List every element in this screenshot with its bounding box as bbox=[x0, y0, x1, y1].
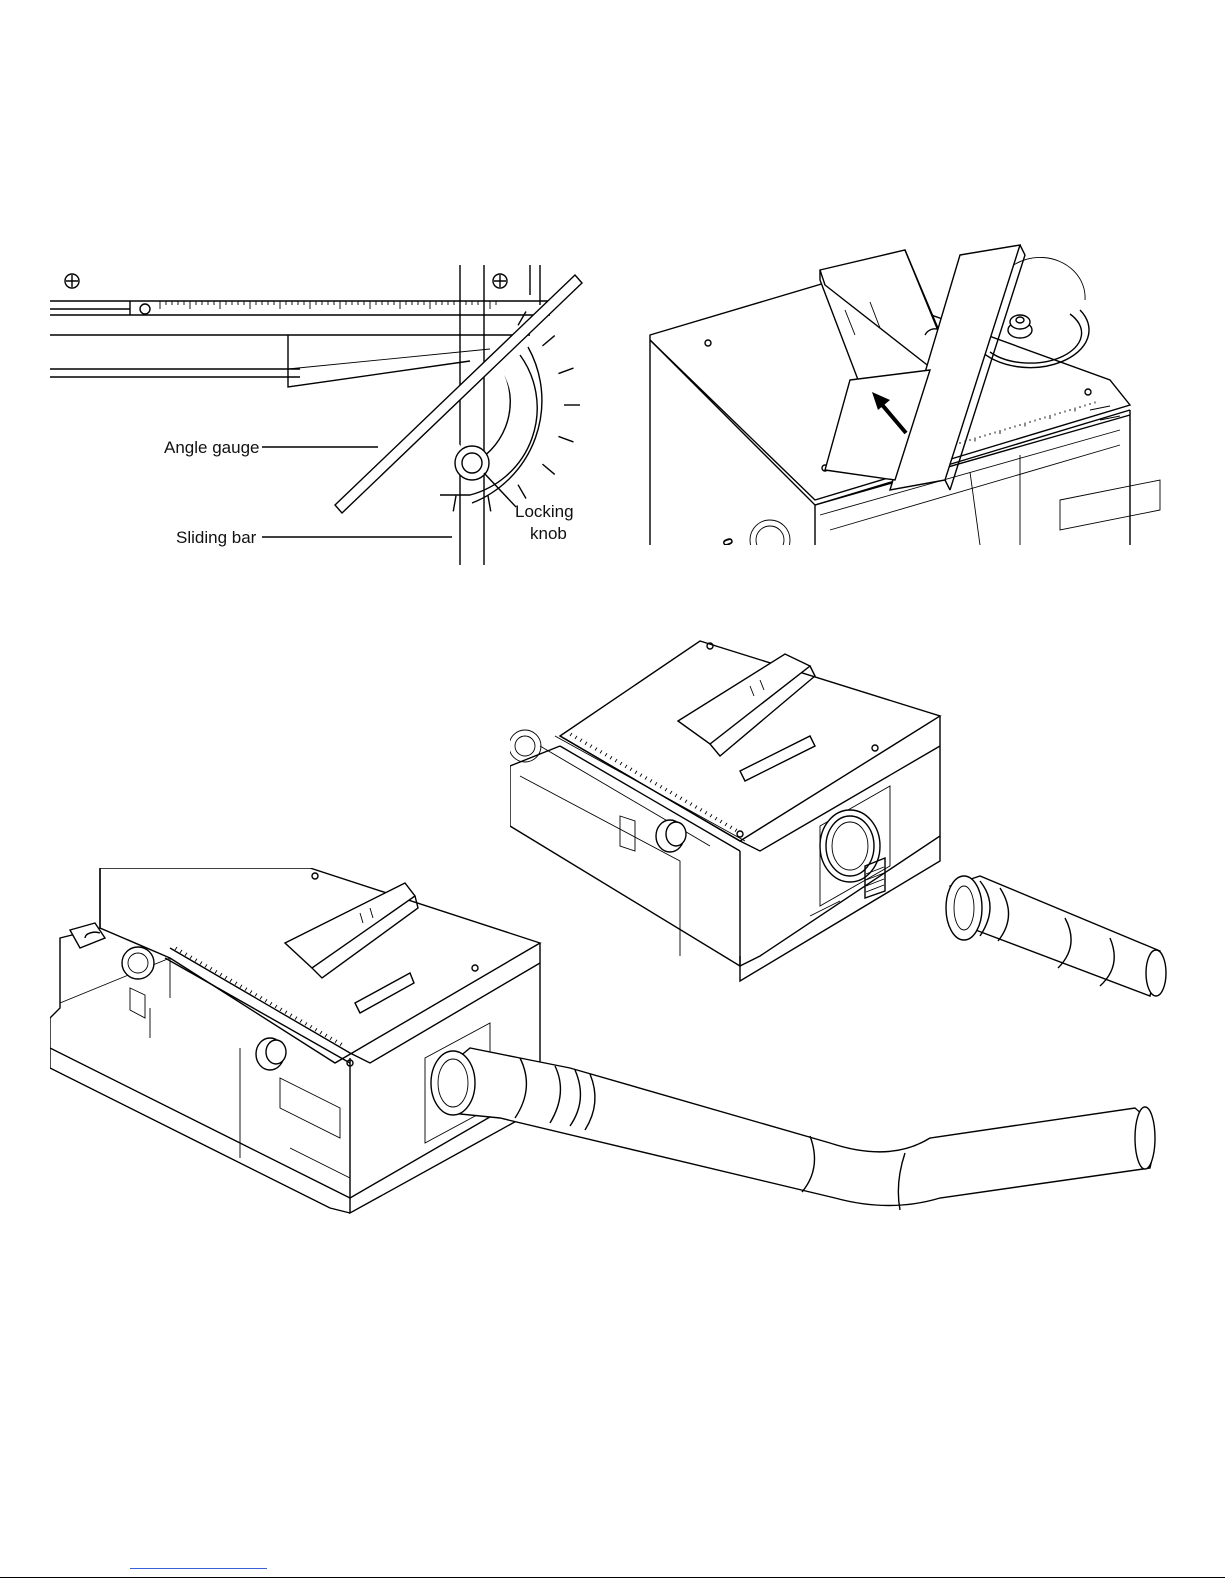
sliding-bar-label: Sliding bar bbox=[176, 528, 257, 547]
angle-gauge-detail-diagram: Angle gauge Sliding bar Locking knob bbox=[50, 265, 590, 565]
saw-dust-hose-diagram bbox=[50, 868, 1170, 1258]
dust-hose-icon bbox=[431, 1048, 1155, 1210]
svg-text:0: 0 bbox=[719, 536, 737, 545]
locking-knob-icon bbox=[455, 446, 489, 480]
footer-link-underline bbox=[130, 1568, 267, 1569]
scale-ticks bbox=[160, 301, 496, 309]
table-saw-angle-gauge-diagram: 0 bbox=[640, 240, 1170, 545]
saw-table-top bbox=[560, 641, 940, 841]
screw-icon bbox=[65, 274, 79, 288]
fence-lock-knob-icon bbox=[656, 820, 686, 852]
angle-gauge-bar bbox=[335, 275, 582, 513]
angle-gauge-label: Angle gauge bbox=[164, 438, 259, 457]
footer-rule bbox=[0, 1577, 1225, 1578]
fence-lock-knob-icon bbox=[256, 1038, 286, 1070]
locking-knob-icon bbox=[1008, 315, 1032, 338]
locking-knob-label: Locking bbox=[515, 502, 574, 521]
locking-knob-label-line2: knob bbox=[530, 524, 567, 543]
screw-icon bbox=[493, 274, 507, 288]
